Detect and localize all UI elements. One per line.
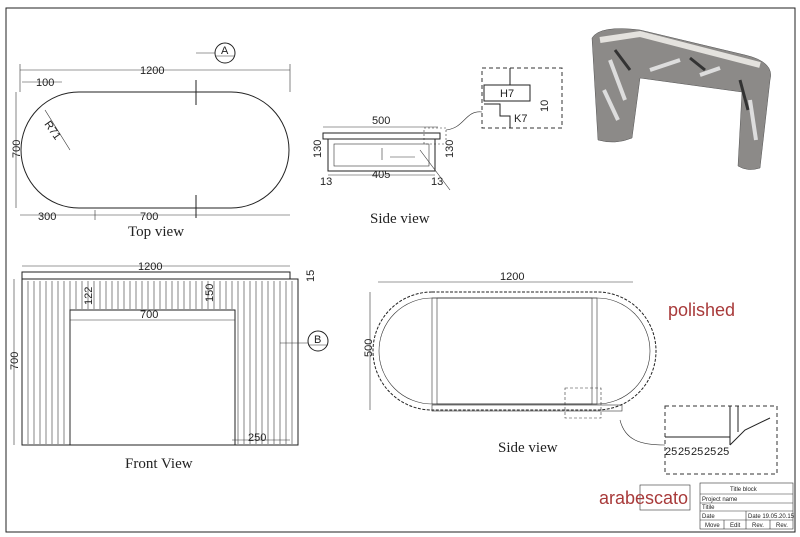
plan-dim-length: 1200 [500,271,524,283]
detail-k7: K7 [514,113,527,125]
material-note: arabescato [599,488,688,508]
bench-photo [591,28,771,170]
detail-h7: H7 [500,88,514,100]
front-opening [69,309,236,446]
side-view-caption: Side view [370,211,430,227]
top-dim-radius: R71 [42,119,63,142]
top-view: 1200 100 700 R71 300 700 A Top view [11,42,291,240]
title-block: Title block Project name Titile Date Dat… [699,482,795,530]
title-block-titile: Titile [702,505,715,511]
top-view-outline [20,91,290,209]
detail-box-edge [664,405,778,475]
section-marker-b-label: B [314,334,321,346]
title-block-date-value: Date 19.05.20.15 [748,514,795,520]
detail-dims: 25 25 25 25 25 [665,446,729,458]
front-dim-height: 700 [9,352,21,370]
front-dim-leg: 250 [248,432,266,444]
front-view-caption: Front View [125,456,193,472]
detail-dim-4: 25 [704,446,716,458]
top-dim-length: 1200 [140,65,164,77]
front-dim-opening: 700 [140,309,158,321]
plan-dim-width: 500 [363,339,375,357]
detail-dim-1: 25 [665,446,677,458]
front-dim-right-apron: 150 [204,284,216,302]
plan-view-caption: Side view [498,440,558,456]
plan-view: 1200 500 25 25 25 25 25 Side view [363,271,778,475]
side-dim-height-right: 130 [444,140,456,158]
title-block-project: Project name [702,497,738,503]
plan-outline [372,291,657,411]
title-block-col-edit: Edit [730,523,741,529]
top-dim-bottom-mid: 700 [140,211,158,223]
drawing-frame [5,7,796,533]
detail-dim-3: 25 [691,446,703,458]
finish-note: polished [668,300,735,320]
title-block-title: Title block [730,487,758,493]
detail-dim-2: 25 [678,446,690,458]
front-top-slab [21,271,291,280]
top-dim-width: 700 [11,140,23,158]
side-dim-right-offset: 13 [431,176,443,188]
detail-dim-5: 25 [717,446,729,458]
side-view-small: 500 405 130 130 13 13 H7 K7 10 Side view [312,67,563,227]
top-view-caption: Top view [128,224,184,240]
top-dim-bottom-left: 300 [38,211,56,223]
title-block-col-move: Move [705,523,720,529]
side-dim-length: 500 [372,115,390,127]
side-dim-inner: 405 [372,169,390,181]
title-block-date-label: Date [702,514,715,520]
section-marker-b [307,330,329,352]
front-dim-length: 1200 [138,261,162,273]
title-block-col-rev1: Rev. [752,523,764,529]
side-dim-height-left: 130 [312,140,324,158]
front-dim-left-apron: 122 [83,287,95,305]
title-block-col-rev2: Rev. [776,523,788,529]
front-view: 1200 15 122 150 700 700 250 B Front View [9,261,329,472]
top-dim-end: 100 [36,77,54,89]
side-dim-left-offset: 13 [320,176,332,188]
section-marker-a-label: A [221,45,229,57]
front-dim-top: 15 [305,270,317,282]
detail-dim: 10 [539,100,551,112]
